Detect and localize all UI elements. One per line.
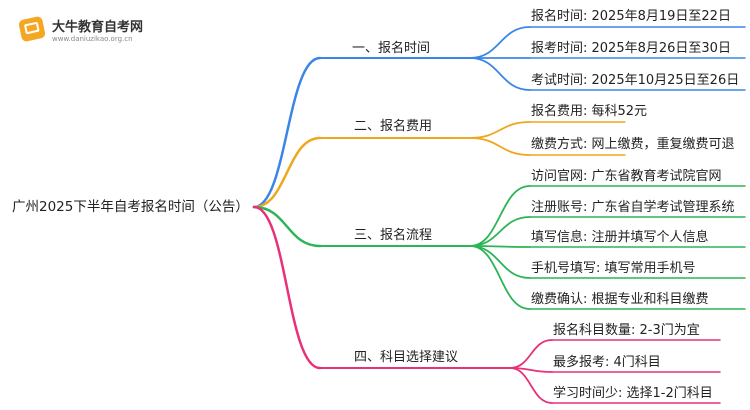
leaf-exam-time: 考试时间: 2025年10月25日至26日 xyxy=(531,73,740,88)
leaf-connector xyxy=(491,339,553,369)
leaf-signup-time: 报名时间: 2025年8月19日至22日 xyxy=(531,9,731,24)
leaf-phone: 手机号填写: 填写常用手机号 xyxy=(531,261,696,276)
root-topic: 广州2025下半年自考报名时间（公告） xyxy=(12,199,249,215)
site-logo: 大牛教育自考网 www.daniuzikao.org.cn xyxy=(14,14,184,50)
leaf-fee: 报名费用: 每科52元 xyxy=(531,104,648,119)
branch-connector xyxy=(252,205,322,370)
leaf-register-account: 注册账号: 广东省自学考试管理系统 xyxy=(531,200,735,215)
branch-connector xyxy=(252,136,322,209)
branch-label-registration-fee: 二、报名费用 xyxy=(354,119,433,134)
leaf-little-time: 学习时间少: 选择1-2门科目 xyxy=(553,386,713,401)
leaf-fill-info: 填写信息: 注册并填写个人信息 xyxy=(531,230,709,245)
leaf-connector xyxy=(491,367,553,404)
branch-connector xyxy=(252,56,322,209)
leaf-connector xyxy=(451,26,531,59)
leaf-connector xyxy=(451,245,531,310)
branch-connector xyxy=(252,205,322,248)
leaf-max-subjects: 最多报考: 4门科目 xyxy=(553,355,661,370)
leaf-connector xyxy=(451,137,531,156)
leaf-subject-count: 报名科目数量: 2-3门为宜 xyxy=(553,323,700,338)
branch-label-subject-advice: 四、科目选择建议 xyxy=(354,350,459,365)
branch-label-registration-time: 一、报名时间 xyxy=(352,41,431,56)
logo-url: www.daniuzikao.org.cn xyxy=(52,35,133,43)
logo-title: 大牛教育自考网 xyxy=(52,20,144,35)
leaf-connector xyxy=(451,185,531,247)
leaf-payment-method: 缴费方式: 网上缴费，重复缴费可退 xyxy=(531,137,735,152)
branch-label-registration-process: 三、报名流程 xyxy=(354,228,433,243)
leaf-connector xyxy=(451,57,531,91)
leaf-apply-time: 报考时间: 2025年8月26日至30日 xyxy=(531,41,731,56)
leaf-payment-confirm: 缴费确认: 根据专业和科目缴费 xyxy=(531,292,709,307)
leaf-visit-website: 访问官网: 广东省教育考试院官网 xyxy=(531,169,722,184)
leaf-connector xyxy=(451,121,531,139)
